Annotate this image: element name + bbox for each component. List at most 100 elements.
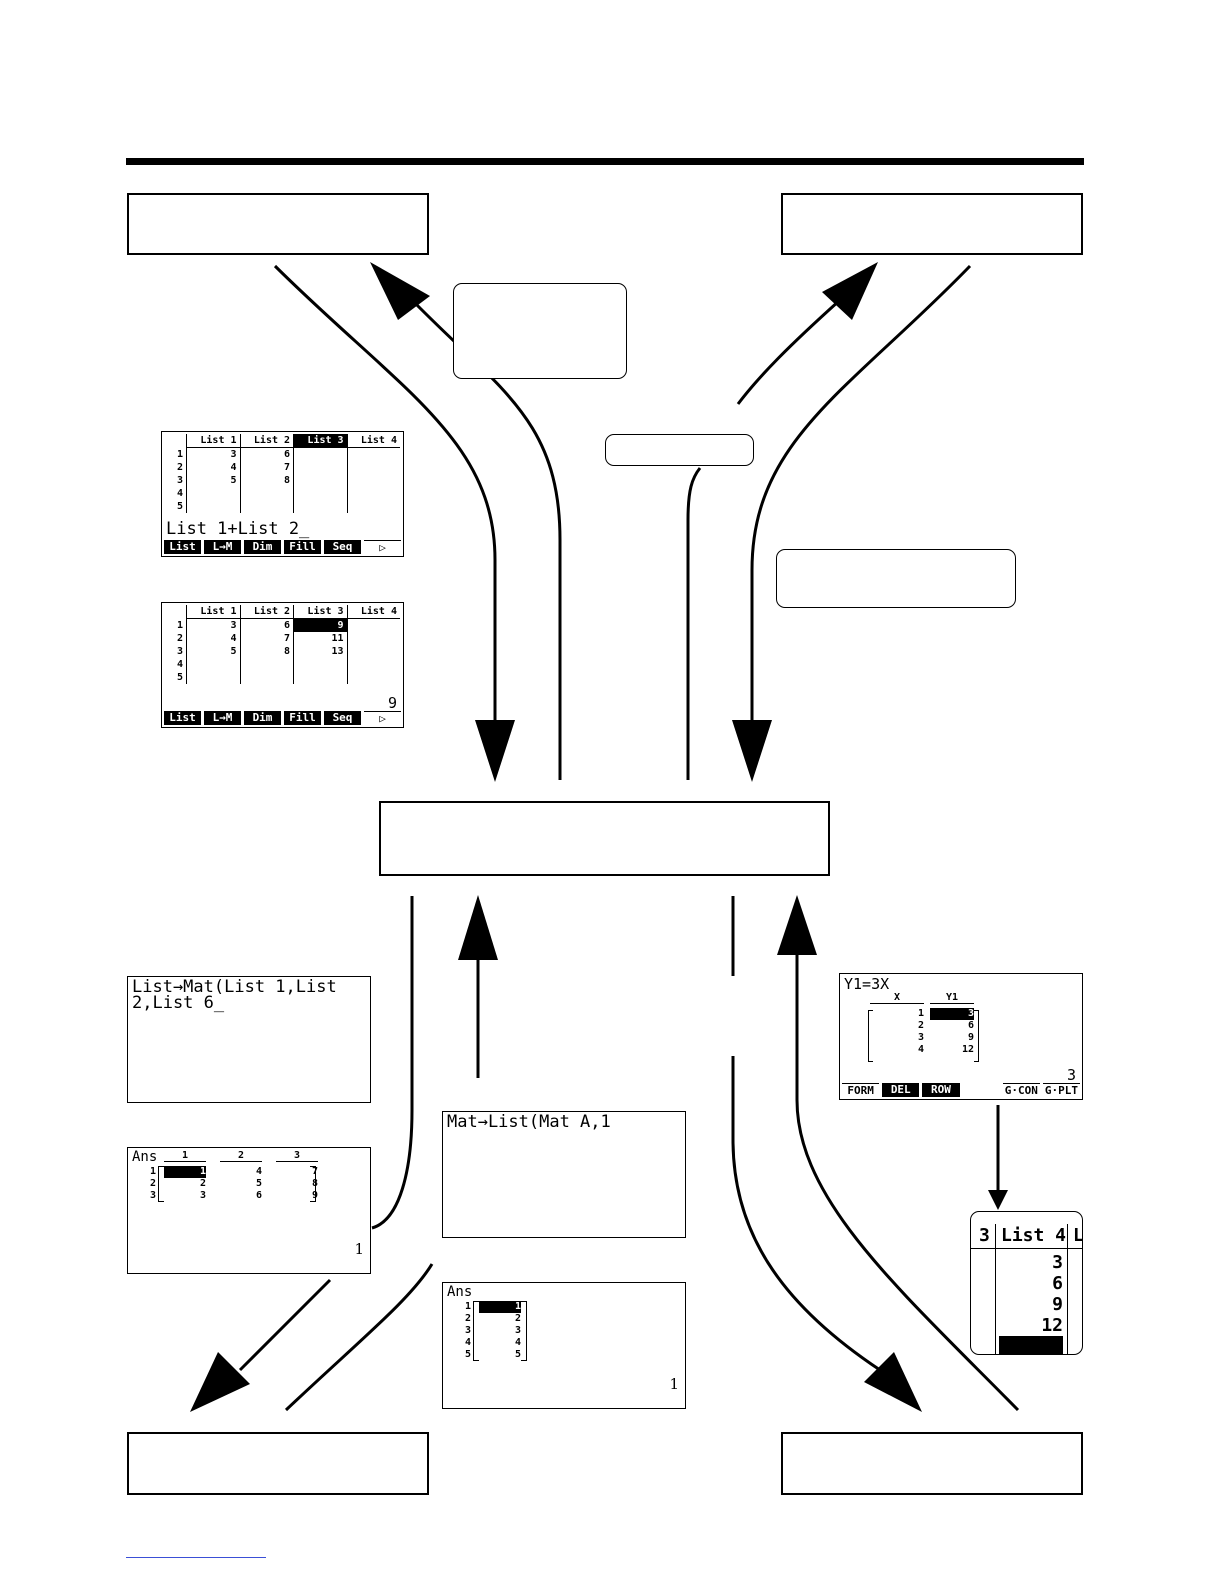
arrow-bottomright-to-center — [795, 955, 1020, 1412]
matrix-column-headers: 1 2 3 — [164, 1150, 318, 1162]
command-line-1: List→Mat(List 1,List — [132, 977, 337, 997]
function-key-bar: FORM DEL ROW G·CON G·PLT — [842, 1083, 1081, 1098]
matrix-row-number: 2 — [149, 1178, 156, 1189]
zoom-col-sep-left — [995, 1224, 996, 1354]
arrowhead-bottomleft — [190, 1352, 250, 1412]
matrix-col-header: 1 — [164, 1150, 206, 1162]
fkey-list: List — [164, 540, 201, 554]
cell: 8 — [239, 645, 294, 658]
screen-list-to-mat-command: List→Mat(List 1,List 2,List 6_ — [127, 976, 371, 1103]
matrix-bracket-left — [473, 1301, 479, 1361]
callout-middle-small — [605, 434, 754, 466]
arrowhead-center-up-right — [777, 895, 817, 955]
fkey-dim: Dim — [244, 540, 281, 554]
row-number: 3 — [176, 475, 183, 486]
command-line: List 1+List 2_ — [166, 519, 310, 539]
zoom-cell: 3 — [1052, 1252, 1063, 1273]
fkey-g-plt: G·PLT — [1042, 1083, 1081, 1098]
zoom-cell: 6 — [1052, 1273, 1063, 1294]
list-header: List 4 — [346, 605, 400, 619]
zoom-left-header: 3 — [979, 1225, 990, 1246]
zoom-cell-selected — [999, 1336, 1063, 1354]
arrow-center-to-topleft — [410, 298, 562, 780]
matrix-row-number: 4 — [464, 1337, 471, 1348]
zoom-header-row: 3 List 4 L — [971, 1224, 1082, 1249]
matrix-cell: 8 — [311, 1178, 318, 1189]
screen-list4-zoom: 3 List 4 L 3 6 9 12 — [970, 1211, 1083, 1355]
table-cell-y1-selected: 3 — [930, 1008, 974, 1020]
cell: 3 — [186, 618, 241, 632]
zoom-cell: 9 — [1052, 1294, 1063, 1315]
matrix-row-number: 3 — [464, 1325, 471, 1336]
matrix-row-number: 2 — [464, 1313, 471, 1324]
top-rule — [126, 158, 1084, 165]
cell: 4 — [186, 461, 241, 474]
matrix-row-number: 5 — [464, 1349, 471, 1360]
cell: 5 — [186, 645, 241, 658]
cell: 8 — [239, 474, 294, 487]
fkey-empty — [962, 1083, 1000, 1097]
matrix-bracket-right — [521, 1301, 527, 1361]
matrix-cell: 6 — [255, 1190, 262, 1201]
matrix-cell: 3 — [199, 1190, 206, 1201]
zoom-values: 3 6 9 12 — [999, 1252, 1063, 1354]
matrix-bracket-right — [310, 1166, 316, 1202]
fkey-list: List — [164, 711, 201, 725]
table-bracket-right — [974, 1010, 979, 1062]
arrow-center-to-topright-lower — [686, 467, 702, 780]
matrix-row-number: 3 — [149, 1190, 156, 1201]
fkey-fill: Fill — [284, 540, 321, 554]
footer-link-line — [126, 1557, 266, 1558]
arrow-topright-to-center — [750, 264, 972, 720]
cell: 4 — [186, 632, 241, 645]
command-line-1: Mat→List(Mat A,1 — [447, 1112, 611, 1132]
box-bottom-left — [127, 1432, 429, 1495]
fkey-row: ROW — [922, 1083, 960, 1097]
matrix-cell-selected: 1 — [479, 1301, 521, 1313]
fkey-fill: Fill — [284, 711, 321, 725]
cell: 7 — [239, 632, 294, 645]
fkey-g-con: G·CON — [1002, 1083, 1040, 1098]
row-number: 1 — [176, 448, 183, 460]
list-header: List 1 — [186, 434, 241, 448]
zoom-col-sep-right — [1067, 1224, 1068, 1354]
box-top-left — [127, 193, 429, 255]
table-cell-y1: 9 — [967, 1032, 974, 1043]
cell: 11 — [293, 632, 348, 645]
matrix-cell: 2 — [199, 1178, 206, 1189]
table-cell-x: 1 — [917, 1008, 924, 1019]
list-header: List 1 — [186, 605, 241, 619]
arrow-center-to-bottomleft-lower — [238, 1278, 332, 1372]
current-value: 9 — [387, 694, 397, 712]
fkey-next: ▷ — [364, 540, 401, 555]
command-line-2: 2,List 6_ — [132, 993, 225, 1013]
fkey-dim: Dim — [244, 711, 281, 725]
arrowhead-center-in-left — [475, 720, 515, 782]
row-number: 2 — [176, 633, 183, 644]
matrix-row-number: 1 — [464, 1301, 471, 1312]
arrow-center-to-topright-upper — [736, 298, 842, 405]
box-bottom-right — [781, 1432, 1083, 1495]
fkey-list-to-mat: L→M — [204, 540, 241, 554]
cell: 13 — [293, 645, 348, 658]
matrix-cell: 2 — [514, 1313, 521, 1324]
list-header: List 3 — [293, 434, 348, 448]
fkey-seq: Seq — [324, 540, 361, 554]
table-cell-x: 2 — [917, 1020, 924, 1031]
fkey-form: FORM — [842, 1083, 880, 1098]
fkey-del: DEL — [882, 1083, 920, 1097]
fkey-list-to-mat: L→M — [204, 711, 241, 725]
arrow-topleft-to-center — [273, 264, 497, 720]
screen-mat-to-list-command: Mat→List(Mat A,1 — [442, 1111, 686, 1238]
row-number: 5 — [176, 672, 183, 683]
function-key-bar: List L→M Dim Fill Seq ▷ — [164, 711, 401, 726]
list-header: List 4 — [346, 434, 400, 448]
matrix-col-header: 3 — [276, 1150, 318, 1162]
matrix-row-number: 1 — [149, 1166, 156, 1177]
